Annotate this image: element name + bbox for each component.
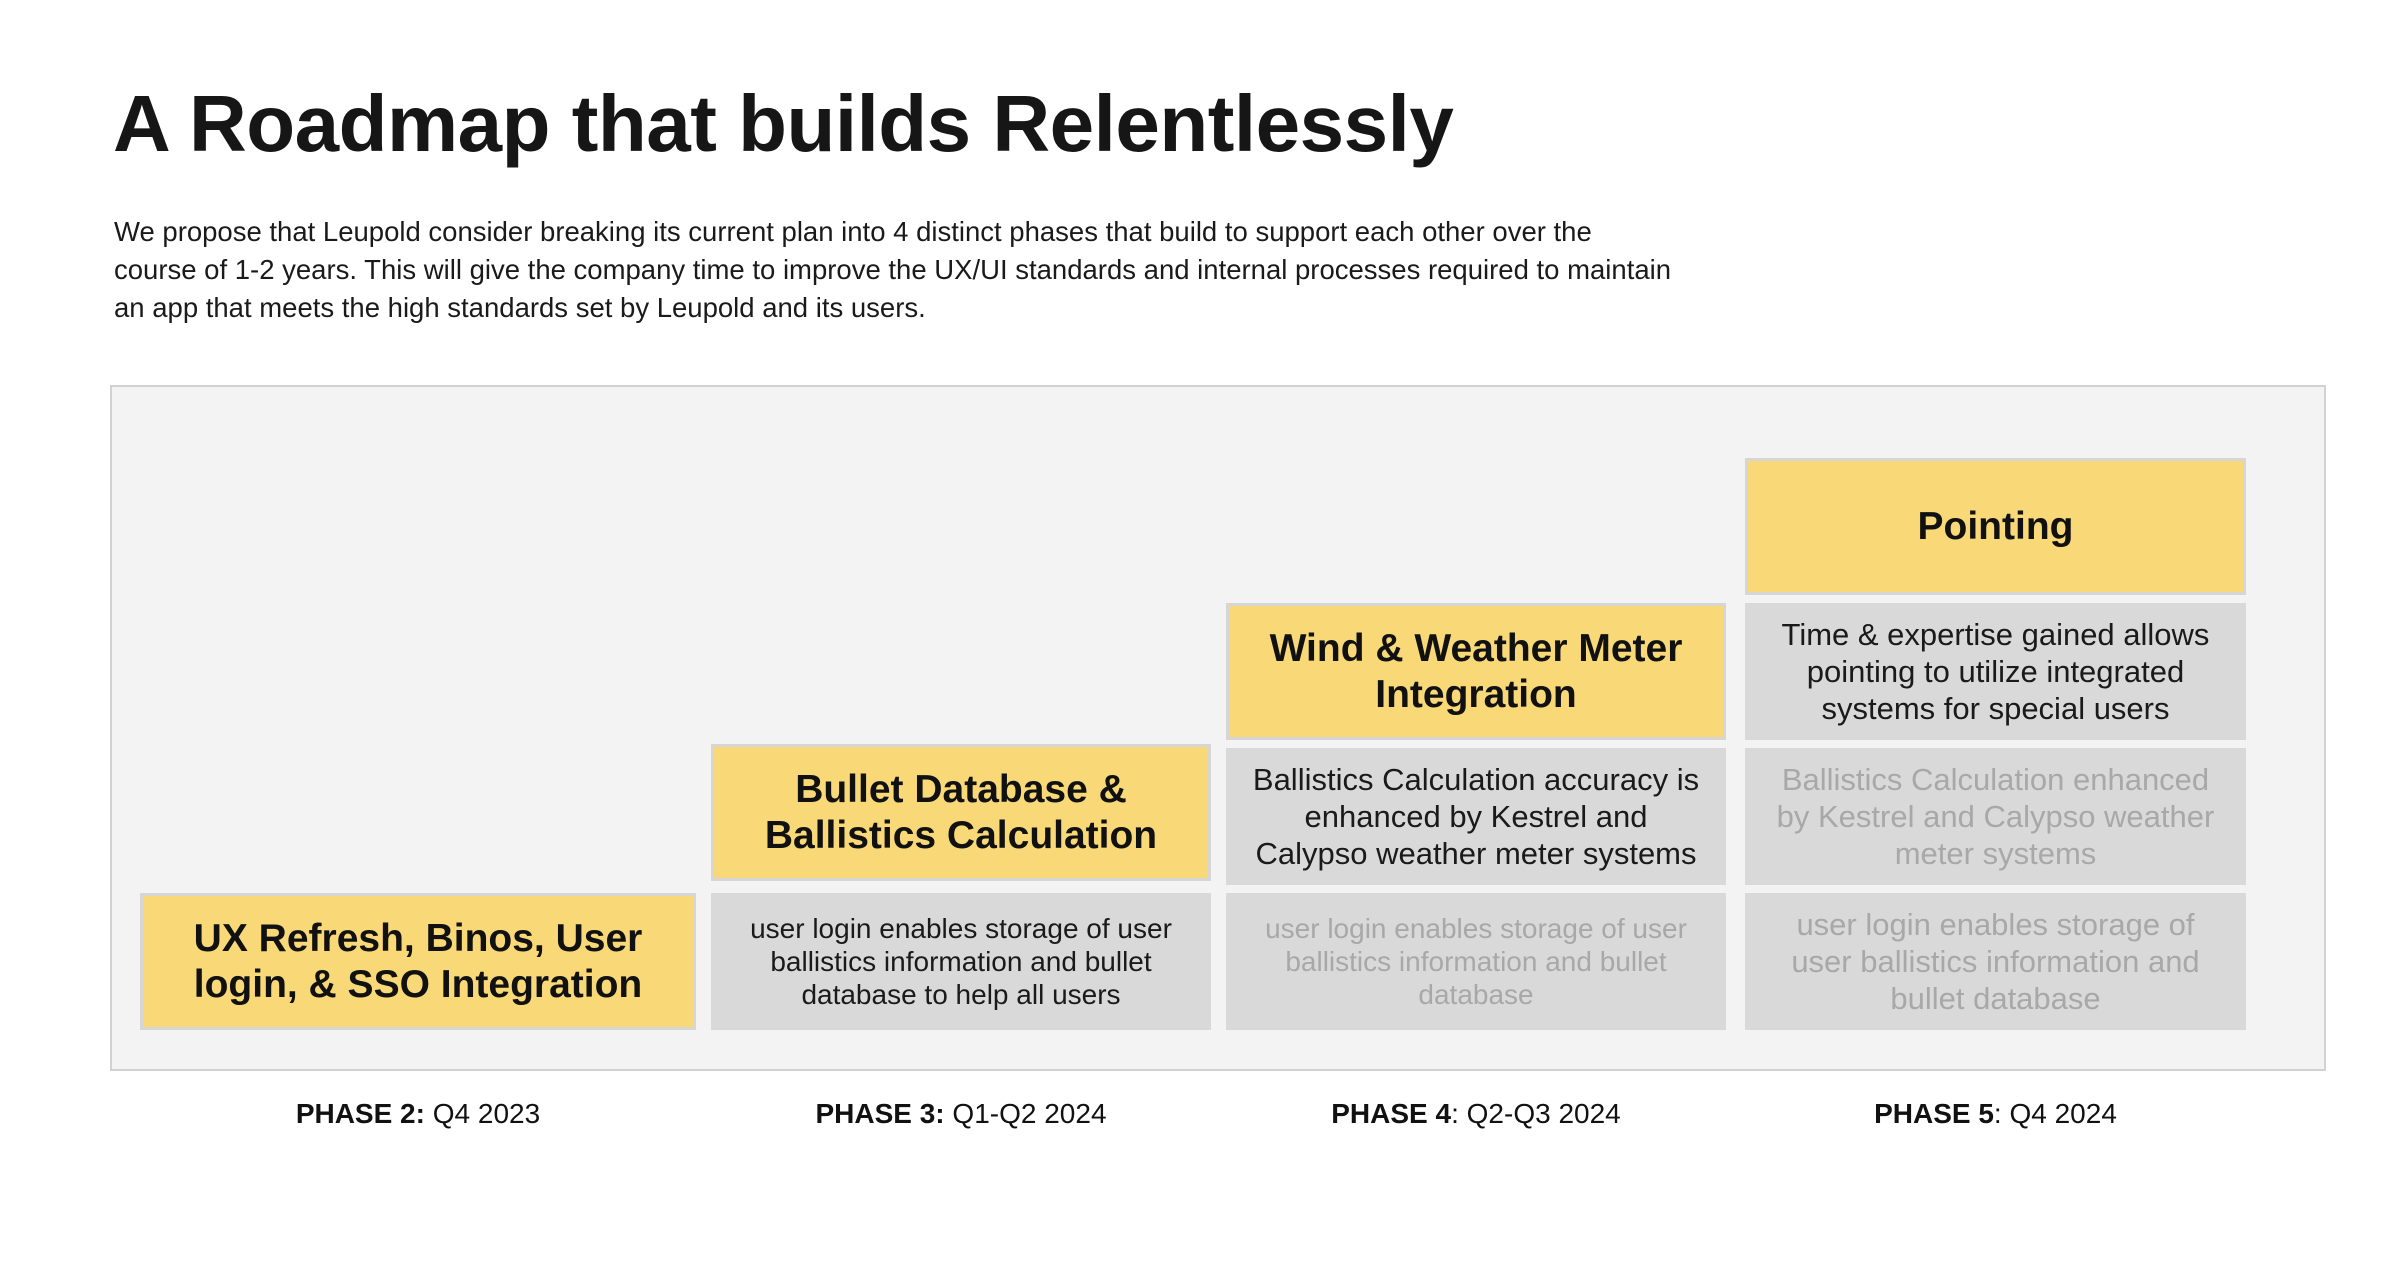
page-title: A Roadmap that builds Relentlessly [113, 79, 1454, 168]
phase-4-detail-weather: Ballistics Calculation accuracy is enhan… [1226, 748, 1726, 885]
phase-3-headline-box: Bullet Database & Ballistics Calculation [711, 744, 1211, 881]
phase-5-label: PHASE 5: Q4 2024 [1874, 1098, 2117, 1129]
phase-5-detail-login: user login enables storage of user balli… [1745, 893, 2246, 1030]
phase-3-label: PHASE 3: Q1-Q2 2024 [815, 1098, 1107, 1129]
phase-4-detail-login: user login enables storage of user balli… [1226, 893, 1726, 1030]
phase-4-headline-box: Wind & Weather Meter Integration [1226, 603, 1726, 740]
phase-3-detail-login: user login enables storage of user balli… [711, 893, 1211, 1030]
phase-2-label: PHASE 2: Q4 2023 [295, 1098, 541, 1129]
phase-5-detail-weather: Ballistics Calculation enhanced by Kestr… [1745, 748, 2246, 885]
phase-2-headline-box: UX Refresh, Binos, User login, & SSO Int… [140, 893, 696, 1030]
phase-4-headline: Wind & Weather Meter Integration [1269, 626, 1683, 716]
intro-paragraph: We propose that Leupold consider breakin… [114, 216, 1672, 323]
phase-3-headline: Bullet Database & Ballistics Calculation [764, 767, 1158, 857]
phase-4-label: PHASE 4: Q2-Q3 2024 [1331, 1098, 1621, 1129]
phase-5-detail-pointing: Time & expertise gained allows pointing … [1745, 603, 2246, 740]
phase-5-headline: Pointing [1917, 504, 2074, 548]
phase-5-headline-box: Pointing [1745, 458, 2246, 595]
phase-2-headline: UX Refresh, Binos, User login, & SSO Int… [193, 916, 643, 1006]
